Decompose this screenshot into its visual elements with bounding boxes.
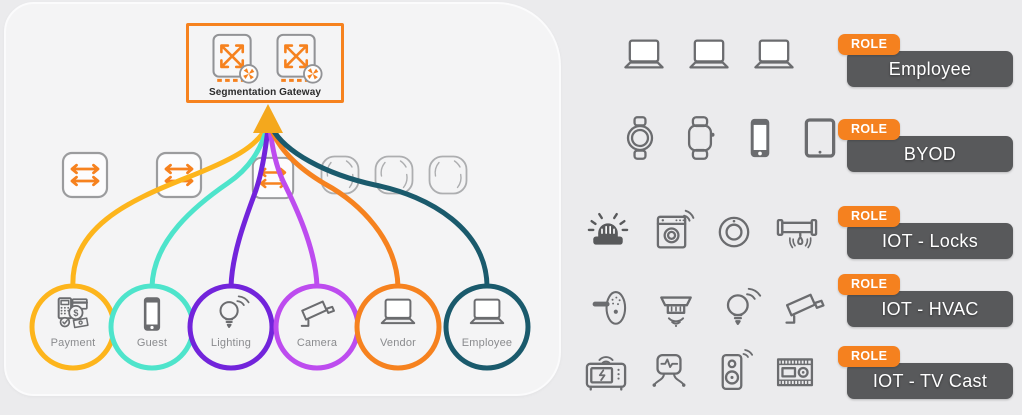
role-label: IOT - Locks	[847, 223, 1013, 259]
laptop-icon	[620, 33, 668, 81]
smart-speaker-icon	[708, 348, 756, 396]
switch-icon	[251, 156, 295, 200]
smartphone-icon	[131, 293, 173, 335]
role-badge-iot-locks: ROLE IOT - Locks	[836, 206, 1018, 264]
switch-icon	[61, 151, 109, 199]
door-lock-icon	[588, 285, 636, 333]
cloud-icon	[373, 153, 415, 197]
segmentation-gateway-box: Segmentation Gateway	[186, 23, 344, 103]
alarm-siren-icon	[584, 207, 632, 255]
smart-bulb-icon	[716, 285, 764, 333]
smoke-detector-icon	[710, 207, 758, 255]
segment-label: Guest	[136, 337, 168, 349]
segment-label: Lighting	[210, 337, 252, 349]
cloud-icon	[427, 153, 469, 197]
cctv-camera-icon	[780, 285, 828, 333]
role-tag: ROLE	[838, 274, 901, 295]
patient-monitor-icon	[645, 348, 693, 396]
role-badge-employee: ROLE Employee	[836, 34, 1018, 92]
role-tag: ROLE	[838, 346, 901, 367]
role-label: IOT - TV Cast	[847, 363, 1013, 399]
segment-guest: Guest	[110, 293, 194, 349]
smart-bulb-icon	[210, 293, 252, 335]
cctv-camera-icon	[296, 293, 338, 335]
role-label: BYOD	[847, 136, 1013, 172]
firewall-icon	[207, 31, 259, 87]
cloud-icon	[319, 153, 361, 197]
segment-vendor: Vendor	[356, 293, 440, 349]
role-row-iot-locks-devices	[584, 207, 821, 255]
role-row-employee-devices	[620, 33, 798, 81]
square-smartwatch-icon	[676, 114, 724, 162]
tablet-icon	[796, 114, 844, 162]
role-tag: ROLE	[838, 34, 901, 55]
laptop-icon	[750, 33, 798, 81]
segment-label: Payment	[50, 337, 96, 349]
role-badge-iot-hvac: ROLE IOT - HVAC	[836, 274, 1018, 332]
segment-label: Vendor	[379, 337, 417, 349]
smartphone-icon	[736, 114, 784, 162]
washing-machine-wifi-icon	[647, 207, 695, 255]
role-row-iot-hvac-devices	[588, 285, 828, 333]
role-label: IOT - HVAC	[847, 291, 1013, 327]
segment-label: Camera	[296, 337, 338, 349]
gateway-label: Segmentation Gateway	[208, 87, 322, 98]
segment-camera: Camera	[275, 293, 359, 349]
svg-text:$: $	[73, 308, 78, 318]
microwave-wifi-icon	[582, 348, 630, 396]
role-label: Employee	[847, 51, 1013, 87]
control-panel-icon	[771, 348, 819, 396]
switch-icon	[155, 151, 203, 199]
role-tag: ROLE	[838, 206, 901, 227]
role-badge-byod: ROLE BYOD	[836, 119, 1018, 177]
role-row-iot-tvcast-devices	[582, 348, 819, 396]
role-row-byod-devices	[616, 114, 844, 162]
round-smartwatch-icon	[616, 114, 664, 162]
gateway-icons	[207, 31, 323, 87]
segment-payment: $ Payment	[31, 293, 115, 349]
role-badge-iot-tvcast: ROLE IOT - TV Cast	[836, 346, 1018, 404]
segment-label: Employee	[461, 337, 513, 349]
laptop-icon	[466, 293, 508, 335]
laptop-icon	[377, 293, 419, 335]
firewall-icon	[271, 31, 323, 87]
laptop-icon	[685, 33, 733, 81]
smoke-detector-wifi-icon	[652, 285, 700, 333]
role-tag: ROLE	[838, 119, 901, 140]
payment-terminal-icon: $	[52, 293, 94, 335]
segment-lighting: Lighting	[189, 293, 273, 349]
pipe-leak-sensor-icon	[773, 207, 821, 255]
segment-employee: Employee	[445, 293, 529, 349]
